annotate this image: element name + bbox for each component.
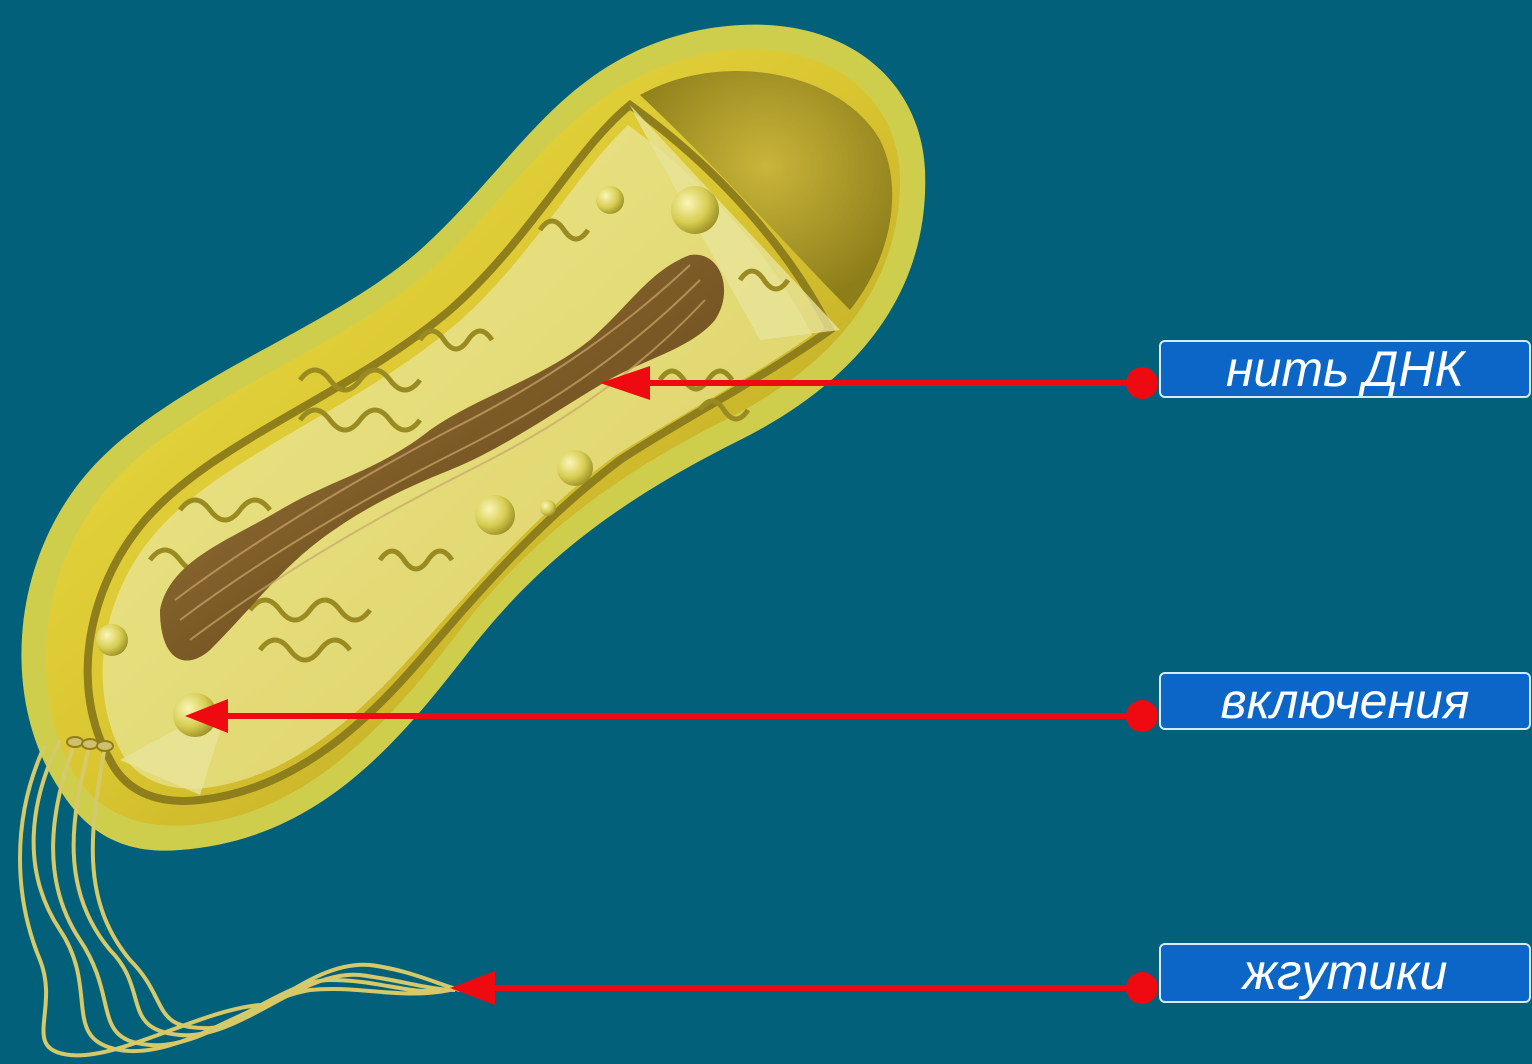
label-flagella-text: жгутики: [1243, 944, 1448, 1000]
label-dna-strand-text: нить ДНК: [1226, 341, 1464, 397]
pointer-dna-dot: [1126, 367, 1158, 399]
pointer-flagella-arrowhead: [450, 971, 495, 1005]
pointer-inclusions-dot: [1126, 700, 1158, 732]
label-inclusions-text: включения: [1221, 673, 1470, 729]
label-flagella: жгутики: [1159, 943, 1531, 1003]
label-dna-strand: нить ДНК: [1159, 340, 1531, 398]
pointer-flagella: [450, 971, 1158, 1005]
label-inclusions: включения: [1159, 672, 1531, 730]
pointer-flagella-dot: [1126, 972, 1158, 1004]
